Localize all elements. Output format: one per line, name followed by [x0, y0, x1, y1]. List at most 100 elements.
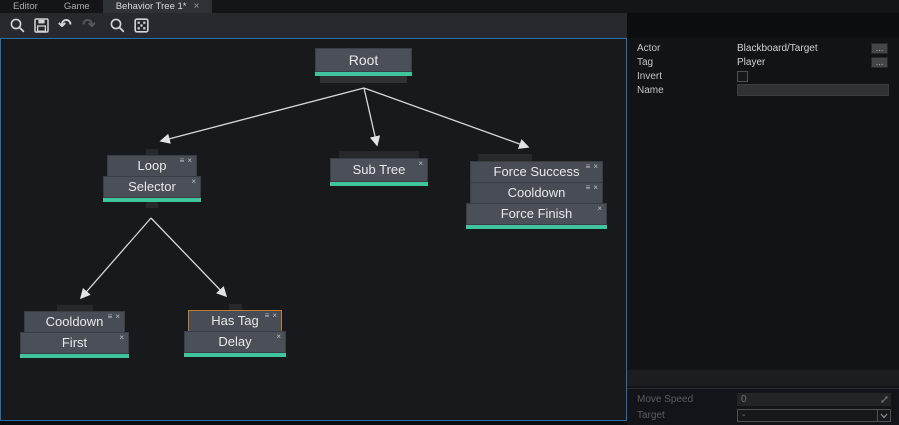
save-icon	[33, 17, 50, 34]
node-force-finish-status-bar	[466, 225, 607, 229]
panel-divider-strip	[627, 370, 899, 386]
edge-selector-cooldown	[79, 217, 152, 300]
node-subtree-label: Sub Tree	[352, 162, 406, 177]
undo-icon: ↶	[58, 16, 72, 34]
magnifier-icon	[9, 17, 26, 34]
decorator-has-tag[interactable]: Has Tag ≡×	[188, 310, 282, 332]
graph-canvas[interactable]: Root Loop ≡× Selector × Sub Tree ×	[0, 38, 627, 421]
decorator-force-success-label: Force Success	[493, 164, 580, 179]
menu-icon[interactable]: ≡	[585, 162, 592, 171]
node-first-in-port[interactable]	[56, 305, 93, 311]
node-root[interactable]: Root	[315, 48, 412, 83]
target-value: -	[742, 410, 746, 421]
decorator-has-tag-label: Has Tag	[211, 313, 259, 328]
property-row-target: Target -	[627, 408, 899, 423]
tag-value[interactable]: Player	[737, 56, 766, 68]
decorator-loop[interactable]: Loop ≡×	[107, 155, 197, 177]
invert-label: Invert	[637, 70, 663, 82]
node-root-out-port[interactable]	[320, 76, 407, 83]
actor-value[interactable]: Blackboard/Target	[737, 42, 818, 54]
undo-button[interactable]: ↶	[53, 15, 77, 36]
node-first[interactable]: Cooldown ≡× First ×	[20, 305, 129, 358]
close-icon[interactable]: ×	[597, 204, 603, 213]
redo-icon: ↷	[82, 16, 96, 34]
search-button[interactable]	[105, 15, 129, 36]
close-icon[interactable]: ×	[191, 177, 197, 186]
drag-slider-icon	[880, 395, 889, 408]
tab-behavior-tree[interactable]: Behavior Tree 1* ×	[102, 0, 213, 13]
node-force-finish-label: Force Finish	[500, 206, 573, 221]
node-subtree[interactable]: Sub Tree ×	[330, 151, 428, 186]
node-subtree-in-port[interactable]	[339, 151, 419, 158]
tab-bar: Editor Game Behavior Tree 1* ×	[0, 0, 899, 13]
node-subtree-status-bar	[330, 182, 428, 186]
target-dropdown[interactable]: -	[737, 409, 891, 422]
node-first-title[interactable]: First ×	[20, 332, 129, 354]
inspector-panel: Actor Blackboard/Target … Tag Player … I…	[627, 38, 899, 425]
toolbar: ↶ ↷	[0, 13, 627, 38]
close-icon[interactable]: ×	[272, 311, 278, 320]
node-delay-title[interactable]: Delay ×	[184, 331, 286, 353]
node-selector[interactable]: Loop ≡× Selector ×	[103, 149, 201, 208]
tag-browse-button[interactable]: …	[871, 56, 888, 68]
decorator-cooldown-first[interactable]: Cooldown ≡×	[24, 311, 125, 333]
node-delay[interactable]: Has Tag ≡× Delay ×	[184, 304, 286, 357]
chevron-down-icon[interactable]	[877, 410, 890, 421]
tab-game[interactable]: Game	[51, 0, 103, 13]
move-speed-input[interactable]: 0	[737, 393, 891, 406]
tab-game-label: Game	[63, 1, 90, 12]
target-label: Target	[637, 410, 665, 421]
node-first-label: First	[61, 335, 88, 350]
close-icon[interactable]: ×	[276, 332, 282, 341]
edge-root-loop	[159, 87, 365, 144]
close-icon[interactable]: ×	[593, 162, 599, 171]
node-selector-in-port[interactable]	[146, 149, 158, 155]
redo-button[interactable]: ↷	[77, 15, 101, 36]
frame-all-button[interactable]	[129, 15, 153, 36]
decorator-cooldown[interactable]: Cooldown ≡×	[470, 182, 603, 204]
menu-icon[interactable]: ≡	[179, 156, 186, 165]
node-root-status-bar	[315, 72, 412, 76]
invert-checkbox[interactable]	[737, 70, 748, 82]
property-row-invert: Invert	[627, 69, 899, 83]
tab-editor[interactable]: Editor	[0, 0, 51, 13]
close-icon[interactable]: ×	[187, 156, 193, 165]
move-speed-value: 0	[741, 394, 747, 405]
close-icon[interactable]: ×	[593, 183, 599, 192]
node-force-finish[interactable]: Force Success ≡× Cooldown ≡× Force Finis…	[466, 154, 607, 229]
search-icon	[109, 17, 126, 34]
node-root-title[interactable]: Root	[315, 48, 412, 72]
property-row-move-speed: Move Speed 0	[627, 392, 899, 407]
node-selector-status-bar	[103, 198, 201, 202]
node-selector-title[interactable]: Selector ×	[103, 176, 201, 198]
menu-icon[interactable]: ≡	[264, 311, 271, 320]
node-subtree-title[interactable]: Sub Tree ×	[330, 158, 428, 182]
menu-icon[interactable]: ≡	[107, 312, 114, 321]
tab-close-icon[interactable]: ×	[193, 0, 200, 12]
node-force-in-port[interactable]	[478, 154, 532, 161]
name-input[interactable]	[737, 84, 889, 96]
close-icon[interactable]: ×	[115, 312, 121, 321]
move-speed-label: Move Speed	[637, 394, 694, 405]
actor-browse-button[interactable]: …	[871, 42, 888, 54]
decorator-force-success[interactable]: Force Success ≡×	[470, 161, 603, 183]
node-force-finish-title[interactable]: Force Finish ×	[466, 203, 607, 225]
menu-icon[interactable]: ≡	[585, 183, 592, 192]
decorator-cooldown-first-label: Cooldown	[45, 314, 104, 329]
decorator-loop-label: Loop	[137, 158, 167, 173]
close-icon[interactable]: ×	[418, 159, 424, 168]
node-selector-label: Selector	[128, 179, 176, 194]
node-delay-in-port[interactable]	[228, 304, 242, 310]
tag-label: Tag	[637, 56, 654, 68]
close-icon[interactable]: ×	[119, 333, 125, 342]
actor-label: Actor	[637, 42, 661, 54]
name-label: Name	[637, 84, 664, 96]
zoom-button[interactable]	[5, 15, 29, 36]
edge-root-force	[363, 87, 530, 149]
property-row-tag: Tag Player …	[627, 55, 899, 69]
save-button[interactable]	[29, 15, 53, 36]
node-selector-out-port[interactable]	[146, 202, 158, 208]
edge-selector-hastag	[150, 217, 228, 298]
node-delay-status-bar	[184, 353, 286, 357]
frame-all-icon	[133, 17, 150, 34]
